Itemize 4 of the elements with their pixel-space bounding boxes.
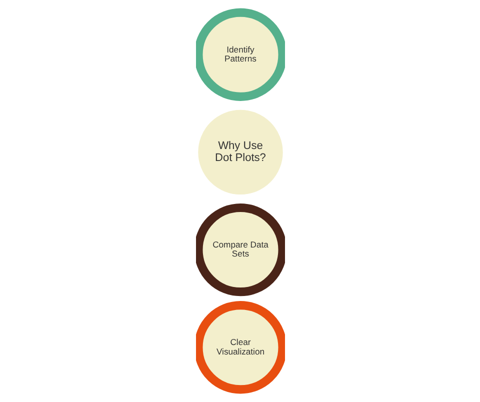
node-circle: Clear Visualization bbox=[196, 301, 284, 394]
node-circle: Why Use Dot Plots? bbox=[198, 110, 282, 195]
node-circle: Compare Data Sets bbox=[196, 203, 284, 296]
node-circle: Identify Patterns bbox=[196, 8, 284, 101]
